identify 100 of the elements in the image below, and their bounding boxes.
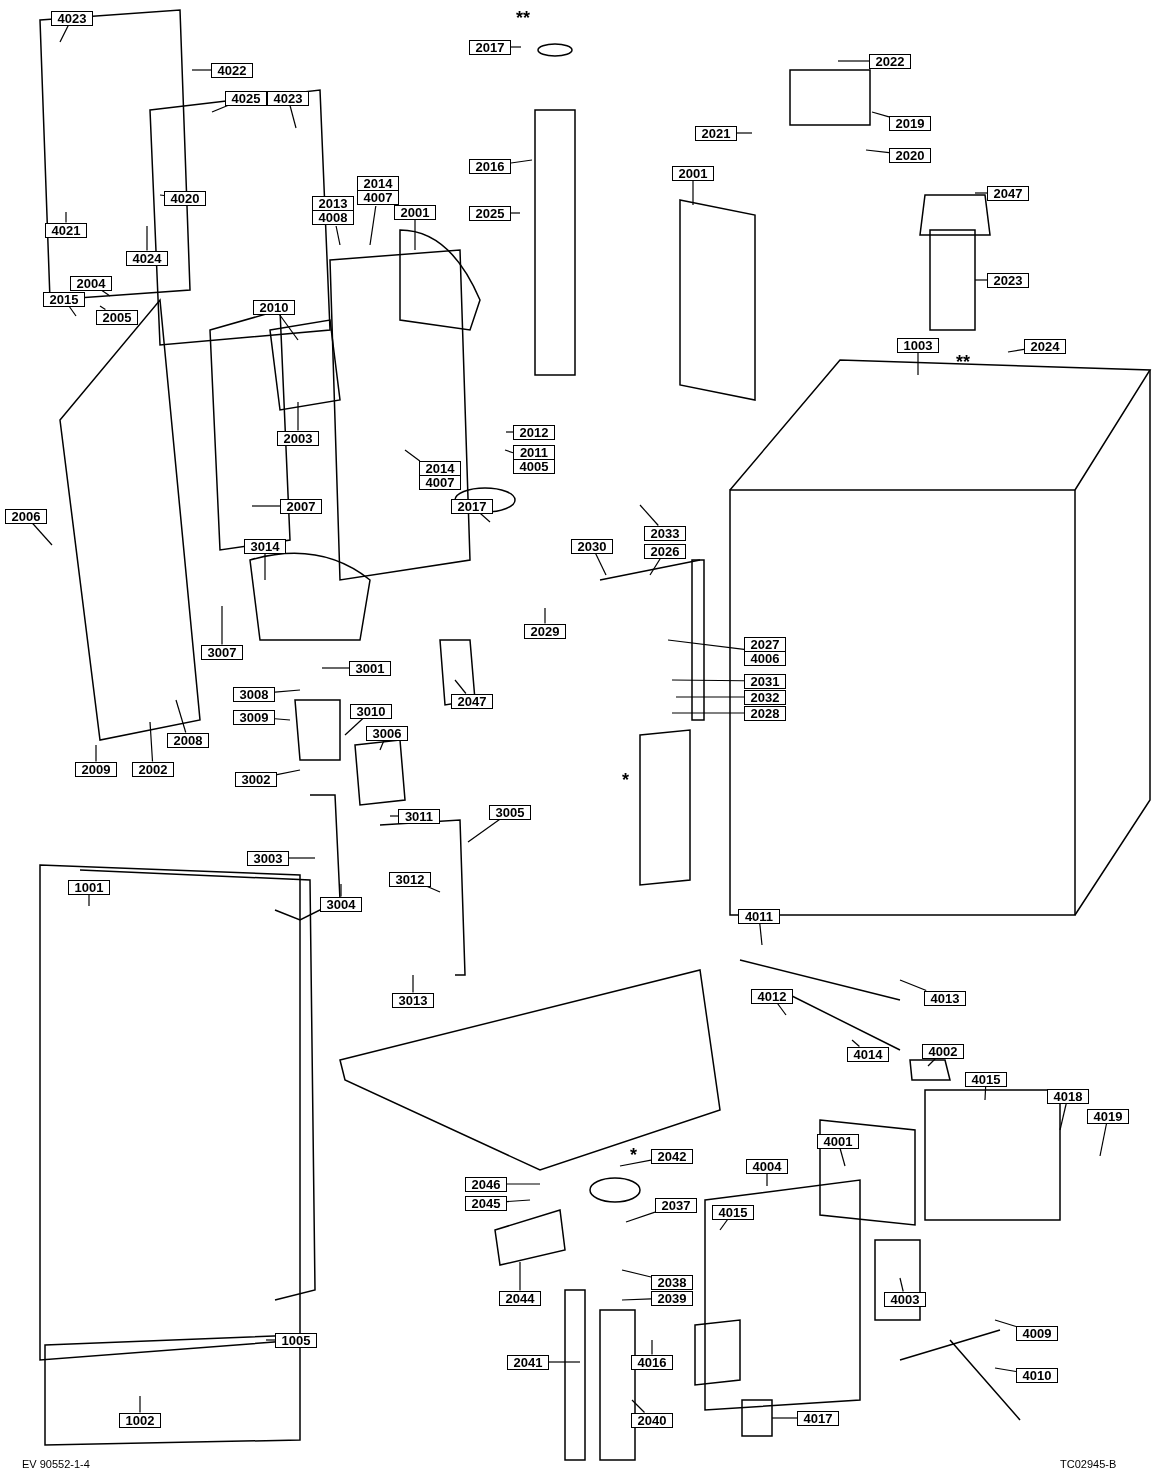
- leader-line: [211, 104, 229, 113]
- callout-number: 3009: [233, 709, 275, 725]
- leader-line: [667, 639, 745, 650]
- callout-number: 2017: [469, 39, 511, 55]
- callout-number: 2013: [312, 196, 354, 211]
- callout-number: 2039: [651, 1290, 693, 1306]
- leader-line: [59, 24, 69, 43]
- callout-number: 2026: [644, 543, 686, 559]
- callout-number: 4008: [312, 211, 354, 225]
- leader-line: [101, 289, 111, 297]
- callout-number: 2038: [651, 1274, 693, 1290]
- callout-number: 2011: [513, 445, 555, 460]
- callout-number: 4022: [211, 62, 253, 78]
- leader-line: [671, 679, 745, 682]
- leader-line: [544, 607, 546, 625]
- leader-line: [766, 1172, 768, 1187]
- callout-number: 2017: [451, 498, 493, 514]
- leader-line: [88, 893, 90, 907]
- leader-line: [68, 305, 77, 317]
- leader-line: [619, 1159, 652, 1167]
- leader-line: [631, 1399, 646, 1414]
- leader-line: [984, 1085, 987, 1101]
- callout-number: 2029: [524, 623, 566, 639]
- callout-number: 4014: [847, 1046, 889, 1062]
- callout-number: 3010: [350, 703, 392, 719]
- leader-line: [175, 699, 187, 734]
- leader-line: [1007, 348, 1025, 353]
- leader-line: [621, 1298, 652, 1301]
- leader-line: [369, 205, 377, 246]
- callout-number: 4013: [924, 990, 966, 1006]
- leader-line: [321, 667, 350, 669]
- leader-line: [99, 305, 106, 311]
- leader-line: [759, 922, 763, 946]
- leader-line: [289, 104, 297, 129]
- callout-number: 3012: [389, 871, 431, 887]
- callout-number: 2028: [744, 705, 786, 721]
- callout-number: 2014: [419, 461, 461, 476]
- leader-line: [510, 159, 533, 164]
- callout-number: 2037: [655, 1197, 697, 1213]
- callout-number: 3011: [398, 808, 440, 824]
- leader-line: [191, 69, 212, 71]
- leader-line: [899, 979, 927, 992]
- leader-line: [771, 1417, 798, 1419]
- leader-line: [467, 818, 501, 843]
- leader-line: [671, 712, 745, 714]
- leader-line: [871, 111, 890, 118]
- callout-number: 3001: [349, 660, 391, 676]
- leader-line: [595, 552, 607, 576]
- leader-line: [146, 225, 148, 252]
- leader-line: [839, 1147, 846, 1167]
- callout-number: 3005: [489, 804, 531, 820]
- leader-line: [139, 1395, 141, 1414]
- callout-number: 1005: [275, 1332, 317, 1348]
- leader-line: [776, 1002, 787, 1016]
- leader-line: [692, 179, 694, 206]
- callout-number: 2023: [987, 272, 1029, 288]
- leader-line: [32, 522, 53, 546]
- leader-line: [639, 504, 659, 527]
- callout-number: 3007: [201, 644, 243, 660]
- callout-number: 2002: [132, 761, 174, 777]
- leader-line: [837, 60, 870, 62]
- leader-line: [414, 218, 416, 251]
- callout-number: 2042: [651, 1148, 693, 1164]
- callout-number: 3008: [233, 686, 275, 702]
- callout-number: 4018: [1047, 1088, 1089, 1104]
- reference-mark: **: [516, 8, 530, 29]
- leader-line: [649, 557, 661, 576]
- callout-number: 2040: [631, 1412, 673, 1428]
- leader-line: [625, 1211, 656, 1223]
- callout-number: 2003: [277, 430, 319, 446]
- callout-number: 4015: [965, 1071, 1007, 1087]
- callout-number: 2004: [70, 275, 112, 291]
- callout-number: 2008: [167, 732, 209, 748]
- leader-line: [264, 552, 266, 581]
- callout-number: 2005: [96, 309, 138, 325]
- leader-line: [404, 449, 421, 462]
- leader-line: [974, 279, 988, 281]
- callout-number: 2022: [869, 53, 911, 69]
- callout-number: 3003: [247, 850, 289, 866]
- leader-line: [276, 769, 301, 776]
- callout-number: 1002: [119, 1412, 161, 1428]
- leader-line: [265, 1339, 276, 1341]
- callout-number: 4001: [817, 1133, 859, 1149]
- leader-line: [899, 1277, 904, 1293]
- leader-line: [851, 1039, 861, 1048]
- callout-number: 2019: [889, 115, 931, 131]
- leader-line: [865, 149, 890, 154]
- callout-number: 4015: [712, 1204, 754, 1220]
- callout-number: 2024: [1024, 338, 1066, 354]
- leader-line: [274, 689, 301, 693]
- callout-number: 4010: [1016, 1367, 1058, 1383]
- callout-number: 4012: [751, 988, 793, 1004]
- leader-line: [479, 512, 491, 523]
- callout-number: 2045: [465, 1195, 507, 1211]
- callout-number: 4011: [738, 908, 780, 924]
- reference-mark: *: [622, 770, 629, 791]
- callout-number: 2020: [889, 147, 931, 163]
- leader-line: [95, 744, 97, 763]
- leader-line: [548, 1361, 581, 1363]
- callout-number: 2047: [987, 185, 1029, 201]
